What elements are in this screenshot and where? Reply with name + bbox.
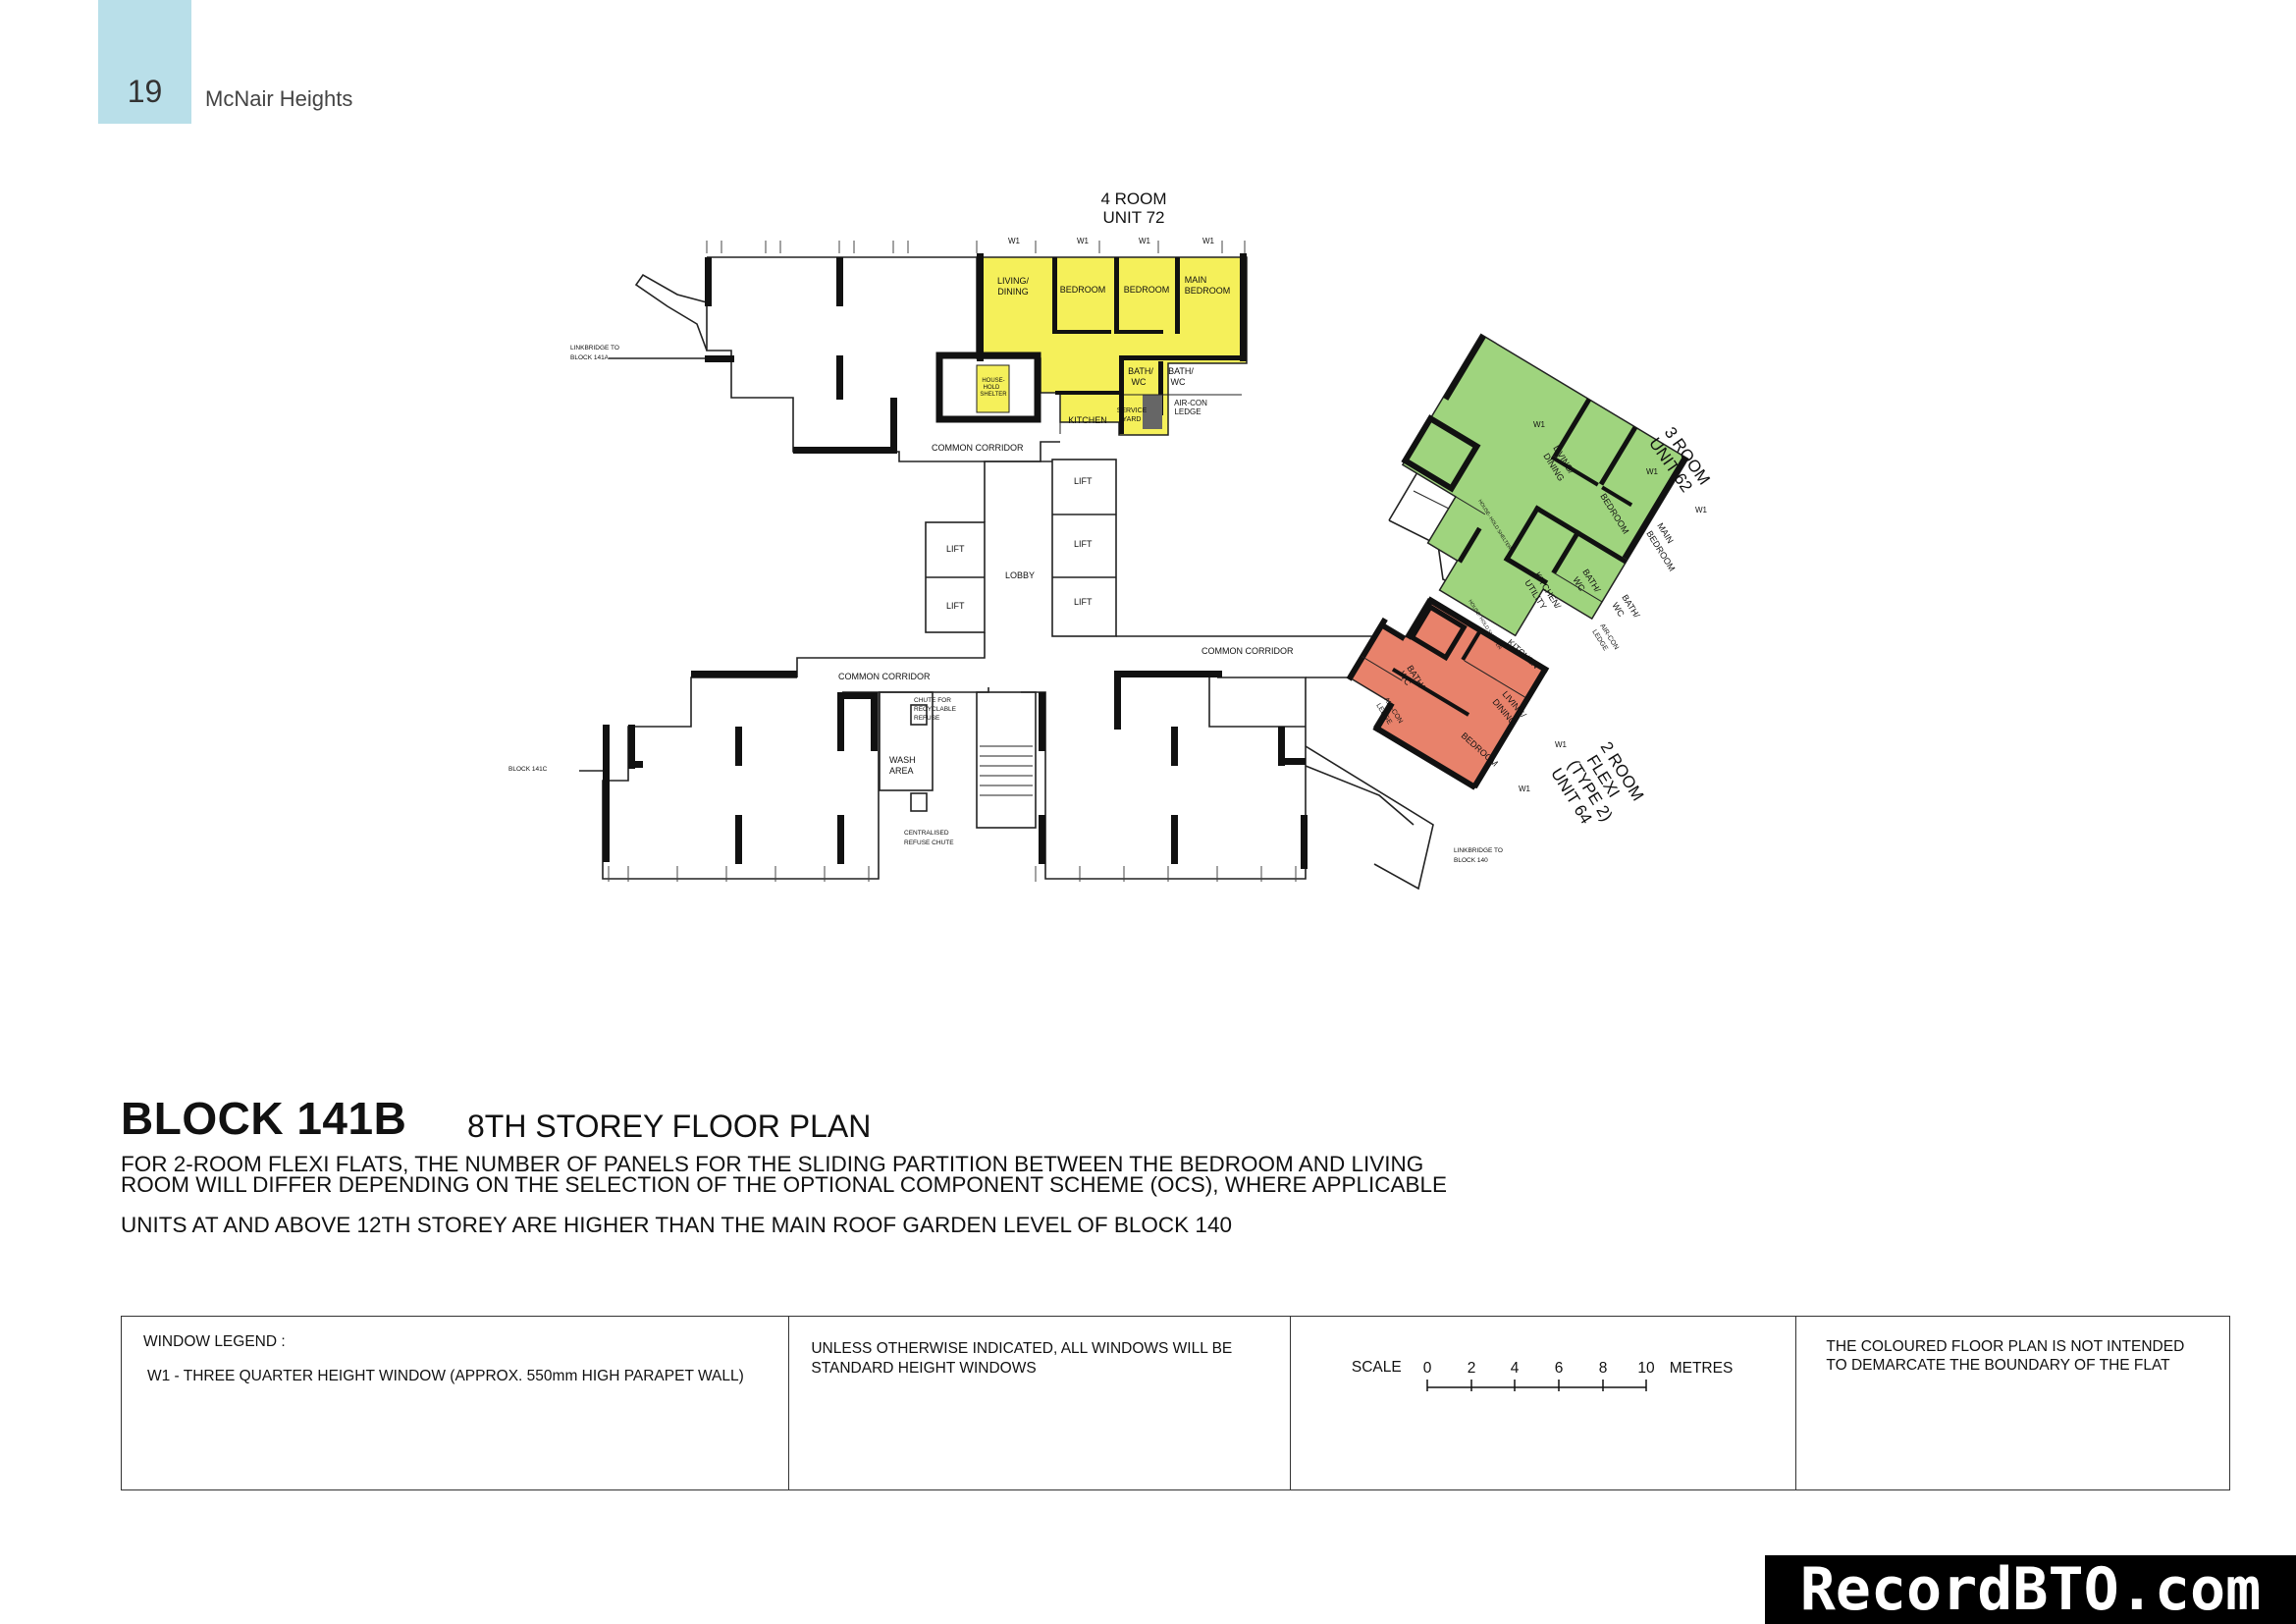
unit-72-kitchen: KITCHEN — [1068, 415, 1107, 425]
unit-72-shelter-2: HOLD — [984, 385, 1000, 391]
lift-label-2: LIFT — [1074, 539, 1093, 549]
unit-62 — [1401, 333, 1689, 637]
disclaimer-cell: THE COLOURED FLOOR PLAN IS NOT INTENDED … — [1796, 1317, 2229, 1489]
wash-area-room — [879, 691, 934, 791]
link-140 — [1305, 745, 1434, 891]
disclaimer-line-1: THE COLOURED FLOOR PLAN IS NOT INTENDED — [1826, 1338, 2185, 1355]
disclaimer-line-2: TO DEMARCATE THE BOUNDARY OF THE FLAT — [1826, 1357, 2170, 1374]
unit-72-bath-b2: WC — [1171, 377, 1186, 387]
refuse-chute — [910, 792, 928, 812]
unit-72-title-2: UNIT 72 — [1103, 208, 1165, 227]
scale-unit: METRES — [1670, 1360, 1734, 1377]
refuse-chute-1: CENTRALISED — [904, 830, 949, 837]
link-141a — [634, 273, 708, 352]
unit-72-service-2: YARD — [1123, 416, 1142, 423]
standard-note-line-2: STANDARD HEIGHT WINDOWS — [811, 1360, 1037, 1377]
scale-tick-2: 2 — [1468, 1360, 1476, 1377]
window-legend-title: WINDOW LEGEND : — [143, 1333, 286, 1350]
window-tag-5: W1 — [1533, 420, 1546, 429]
scale-tick-8: 8 — [1599, 1360, 1608, 1377]
unit-72-title-1: 4 ROOM — [1100, 189, 1166, 208]
window-tag-4: W1 — [1202, 237, 1215, 245]
unit-72-bath-a2: WC — [1132, 377, 1147, 387]
chute-label-1: CHUTE FOR — [914, 697, 951, 704]
flexi-note-line-1: FOR 2-ROOM FLEXI FLATS, THE NUMBER OF PA… — [121, 1152, 1424, 1176]
link-140-1: LINKBRIDGE TO — [1454, 847, 1503, 854]
unit-72-bedroom-b: BEDROOM — [1124, 285, 1170, 295]
lobby-label: LOBBY — [1005, 570, 1035, 580]
lift-label-5: LIFT — [946, 601, 965, 611]
legend-table: WINDOW LEGEND : W1 - THREE QUARTER HEIGH… — [121, 1316, 2230, 1490]
lift-label-1: LIFT — [1074, 476, 1093, 486]
block-title: BLOCK 141B — [121, 1093, 407, 1144]
lift-label-4: LIFT — [946, 544, 965, 554]
project-name: McNair Heights — [205, 86, 353, 111]
unit-72-service-1: SERVICE — [1117, 407, 1148, 414]
storey-title: 8TH STOREY FLOOR PLAN — [467, 1109, 872, 1144]
unit-72-main-2: BEDROOM — [1185, 286, 1231, 296]
window-legend-item: W1 - THREE QUARTER HEIGHT WINDOW (APPROX… — [147, 1368, 744, 1384]
watermark: RecordBTO.com — [1765, 1555, 2296, 1624]
scale-tick-10: 10 — [1637, 1360, 1655, 1377]
unit-72-aircon-2: LEDGE — [1174, 407, 1201, 416]
link-141c: BLOCK 141C — [508, 766, 548, 773]
unit-72-shelter-1: HOUSE- — [982, 378, 1004, 384]
window-tag-7: W1 — [1695, 506, 1708, 514]
units-above-note: UNITS AT AND ABOVE 12TH STOREY ARE HIGHE… — [121, 1213, 1232, 1237]
unit-72-aircon-1: AIR-CON — [1174, 399, 1207, 407]
scale-tick-6: 6 — [1555, 1360, 1564, 1377]
unit-62-bath-b1: BATH/ — [1620, 593, 1641, 621]
unit-72-main-1: MAIN — [1185, 275, 1207, 285]
lift-label-3: LIFT — [1074, 597, 1093, 607]
scale-label: SCALE — [1351, 1359, 1402, 1376]
unit-72-shelter-3: SHELTER — [980, 392, 1007, 398]
link-141a-2: BLOCK 141A — [570, 354, 610, 361]
unit-72-bath-a1: BATH/ — [1128, 366, 1153, 376]
unit-72-bedroom-a: BEDROOM — [1060, 285, 1106, 295]
unit-72 — [935, 253, 1248, 436]
window-tag-9: W1 — [1519, 785, 1531, 793]
unit-62-fill — [1401, 333, 1689, 637]
common-corridor-east: COMMON CORRIDOR — [1201, 646, 1294, 656]
scale-cell: SCALE 0 2 4 6 8 10 METRES — [1291, 1317, 1797, 1489]
window-tag-6: W1 — [1646, 467, 1659, 476]
page-number: 19 — [127, 74, 163, 109]
page-number-tab: 19 — [98, 0, 191, 124]
unit-72-bath-b1: BATH/ — [1168, 366, 1194, 376]
wash-area-1: WASH — [889, 755, 916, 765]
window-tag-3: W1 — [1139, 237, 1151, 245]
flexi-note-line-2: ROOM WILL DIFFER DEPENDING ON THE SELECT… — [121, 1172, 1448, 1197]
chute-label-2: RECYCLABLE — [914, 706, 957, 713]
recyclable-chute — [910, 704, 928, 726]
scale-bar: 0 2 4 6 8 10 METRES — [1423, 1360, 1734, 1391]
refuse-chute-2: REFUSE CHUTE — [904, 839, 954, 846]
common-corridor-south: COMMON CORRIDOR — [838, 672, 931, 681]
window-tag-2: W1 — [1077, 237, 1090, 245]
lift-core-right — [1051, 459, 1117, 637]
se-wing-outline — [1021, 677, 1307, 880]
unit-64 — [1346, 596, 1550, 790]
window-tag-8: W1 — [1555, 740, 1568, 749]
window-legend-cell: WINDOW LEGEND : W1 - THREE QUARTER HEIGH… — [122, 1317, 790, 1489]
scale-tick-0: 0 — [1423, 1360, 1432, 1377]
standard-window-cell: UNLESS OTHERWISE INDICATED, ALL WINDOWS … — [789, 1317, 1291, 1489]
window-tag-1: W1 — [1008, 237, 1021, 245]
scale-tick-4: 4 — [1511, 1360, 1520, 1377]
common-corridor-north: COMMON CORRIDOR — [932, 443, 1024, 453]
wash-area-2: AREA — [889, 766, 914, 776]
standard-note-line-1: UNLESS OTHERWISE INDICATED, ALL WINDOWS … — [811, 1340, 1233, 1357]
unit-72-living: LIVING/ — [997, 276, 1030, 286]
staircase — [976, 691, 1037, 829]
unit-72-dining: DINING — [997, 287, 1029, 297]
link-140-2: BLOCK 140 — [1454, 857, 1488, 864]
link-141a-1: LINKBRIDGE TO — [570, 345, 619, 352]
chute-label-3: REFUSE — [914, 715, 940, 722]
